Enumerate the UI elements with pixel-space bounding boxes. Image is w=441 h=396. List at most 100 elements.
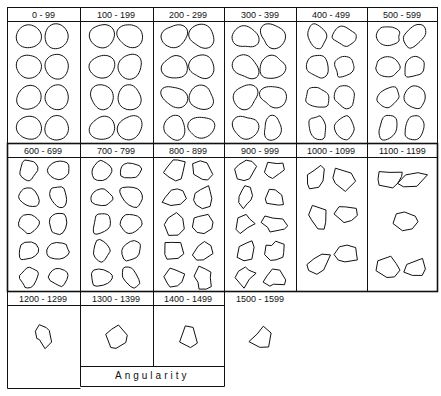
particle-outline (118, 85, 141, 110)
particle-outline (334, 207, 357, 223)
particle-outline (120, 187, 143, 207)
class-label: 1300 - 1399 (92, 293, 140, 305)
particle-outline (161, 87, 188, 108)
particle-outline (50, 187, 67, 208)
particle-outline (94, 239, 111, 262)
particle-outline (47, 161, 69, 180)
particle-outline (265, 115, 282, 140)
particle-outline (122, 241, 141, 261)
particle-outline (161, 56, 187, 78)
particle-outline (404, 258, 426, 275)
particle-outline (264, 162, 284, 178)
particle-outline (306, 87, 329, 107)
particle-outline (376, 256, 400, 277)
class-label: 700 - 799 (97, 145, 135, 157)
particle-outline (232, 26, 259, 47)
particle-outlines (16, 24, 427, 349)
particle-outline (92, 160, 112, 180)
particle-outline (45, 24, 68, 49)
particle-outline (232, 116, 259, 139)
class-label: 1200 - 1299 (19, 293, 67, 305)
particle-outline (189, 55, 214, 79)
particle-outline (19, 214, 40, 233)
class-label: 800 - 899 (169, 145, 207, 157)
particle-outline (89, 55, 115, 78)
particle-outline (379, 115, 397, 140)
particle-outline (163, 160, 185, 181)
particle-outline (194, 266, 211, 289)
particle-outline (309, 116, 326, 140)
class-label: 400 - 499 (312, 9, 350, 21)
particle-outline (307, 254, 331, 274)
particle-outline (332, 26, 356, 46)
particle-outline (307, 165, 324, 188)
particle-outline (194, 186, 212, 209)
class-label: 1400 - 1499 (164, 293, 212, 305)
particle-outline (16, 25, 41, 48)
particle-outline (334, 86, 354, 109)
particle-outline (91, 269, 112, 286)
class-label: 1000 - 1099 (307, 145, 355, 157)
particle-outline (89, 25, 114, 48)
particle-outline (91, 189, 113, 206)
particle-outline (404, 86, 425, 109)
particle-outline (260, 55, 286, 78)
particle-outline (45, 54, 68, 79)
particle-outline (235, 160, 257, 180)
particle-outline (164, 213, 184, 236)
particle-outline (122, 267, 139, 288)
class-label: 600 - 699 (24, 145, 62, 157)
particle-outline (45, 116, 69, 141)
particle-outline (188, 117, 215, 138)
particle-outline (192, 214, 213, 233)
particle-outline (232, 55, 259, 79)
particle-outline (403, 24, 425, 48)
particle-outline (47, 243, 70, 260)
particle-outline (334, 116, 354, 140)
particle-outline (106, 325, 128, 348)
particle-outline (309, 205, 326, 229)
particle-outline (117, 116, 142, 140)
particle-outline (333, 168, 356, 191)
particle-outline (189, 85, 213, 109)
particle-outline (120, 215, 142, 234)
particle-outline (260, 87, 287, 108)
particle-outline (261, 216, 288, 232)
particle-outline (235, 267, 256, 288)
particle-outline (193, 161, 213, 180)
particle-outline (334, 245, 357, 262)
particle-outline (405, 116, 424, 140)
class-label: 300 - 399 (241, 9, 279, 21)
particle-outline (239, 186, 253, 209)
particle-outline (377, 87, 399, 108)
particle-outline (49, 213, 66, 234)
particle-outline (161, 25, 188, 48)
particle-outline (249, 326, 271, 347)
particle-outline (376, 57, 400, 77)
particle-outline (233, 85, 258, 110)
particle-outline (19, 267, 38, 288)
particle-outline (165, 242, 184, 259)
particle-outline (48, 269, 68, 287)
class-label: 1100 - 1199 (379, 145, 426, 157)
particle-outline (19, 188, 40, 207)
particle-outline (335, 56, 354, 77)
particle-outline (378, 172, 402, 188)
particle-outline (189, 24, 214, 48)
particle-outline (93, 214, 110, 234)
particle-outline (265, 189, 283, 205)
particle-outline (117, 25, 143, 48)
particle-outline (89, 116, 114, 139)
class-label: 100 - 199 (97, 9, 135, 21)
class-label: 900 - 999 (241, 145, 279, 157)
class-label: 1500 - 1599 (236, 293, 284, 305)
class-label: 0 - 99 (32, 9, 55, 21)
particle-outline (236, 214, 255, 233)
grid-lines (8, 8, 438, 389)
particle-outline (45, 85, 68, 110)
particle-outline (16, 55, 41, 78)
particle-outline (405, 56, 424, 77)
class-label: 500 - 599 (383, 9, 421, 21)
particle-outline (306, 55, 328, 78)
